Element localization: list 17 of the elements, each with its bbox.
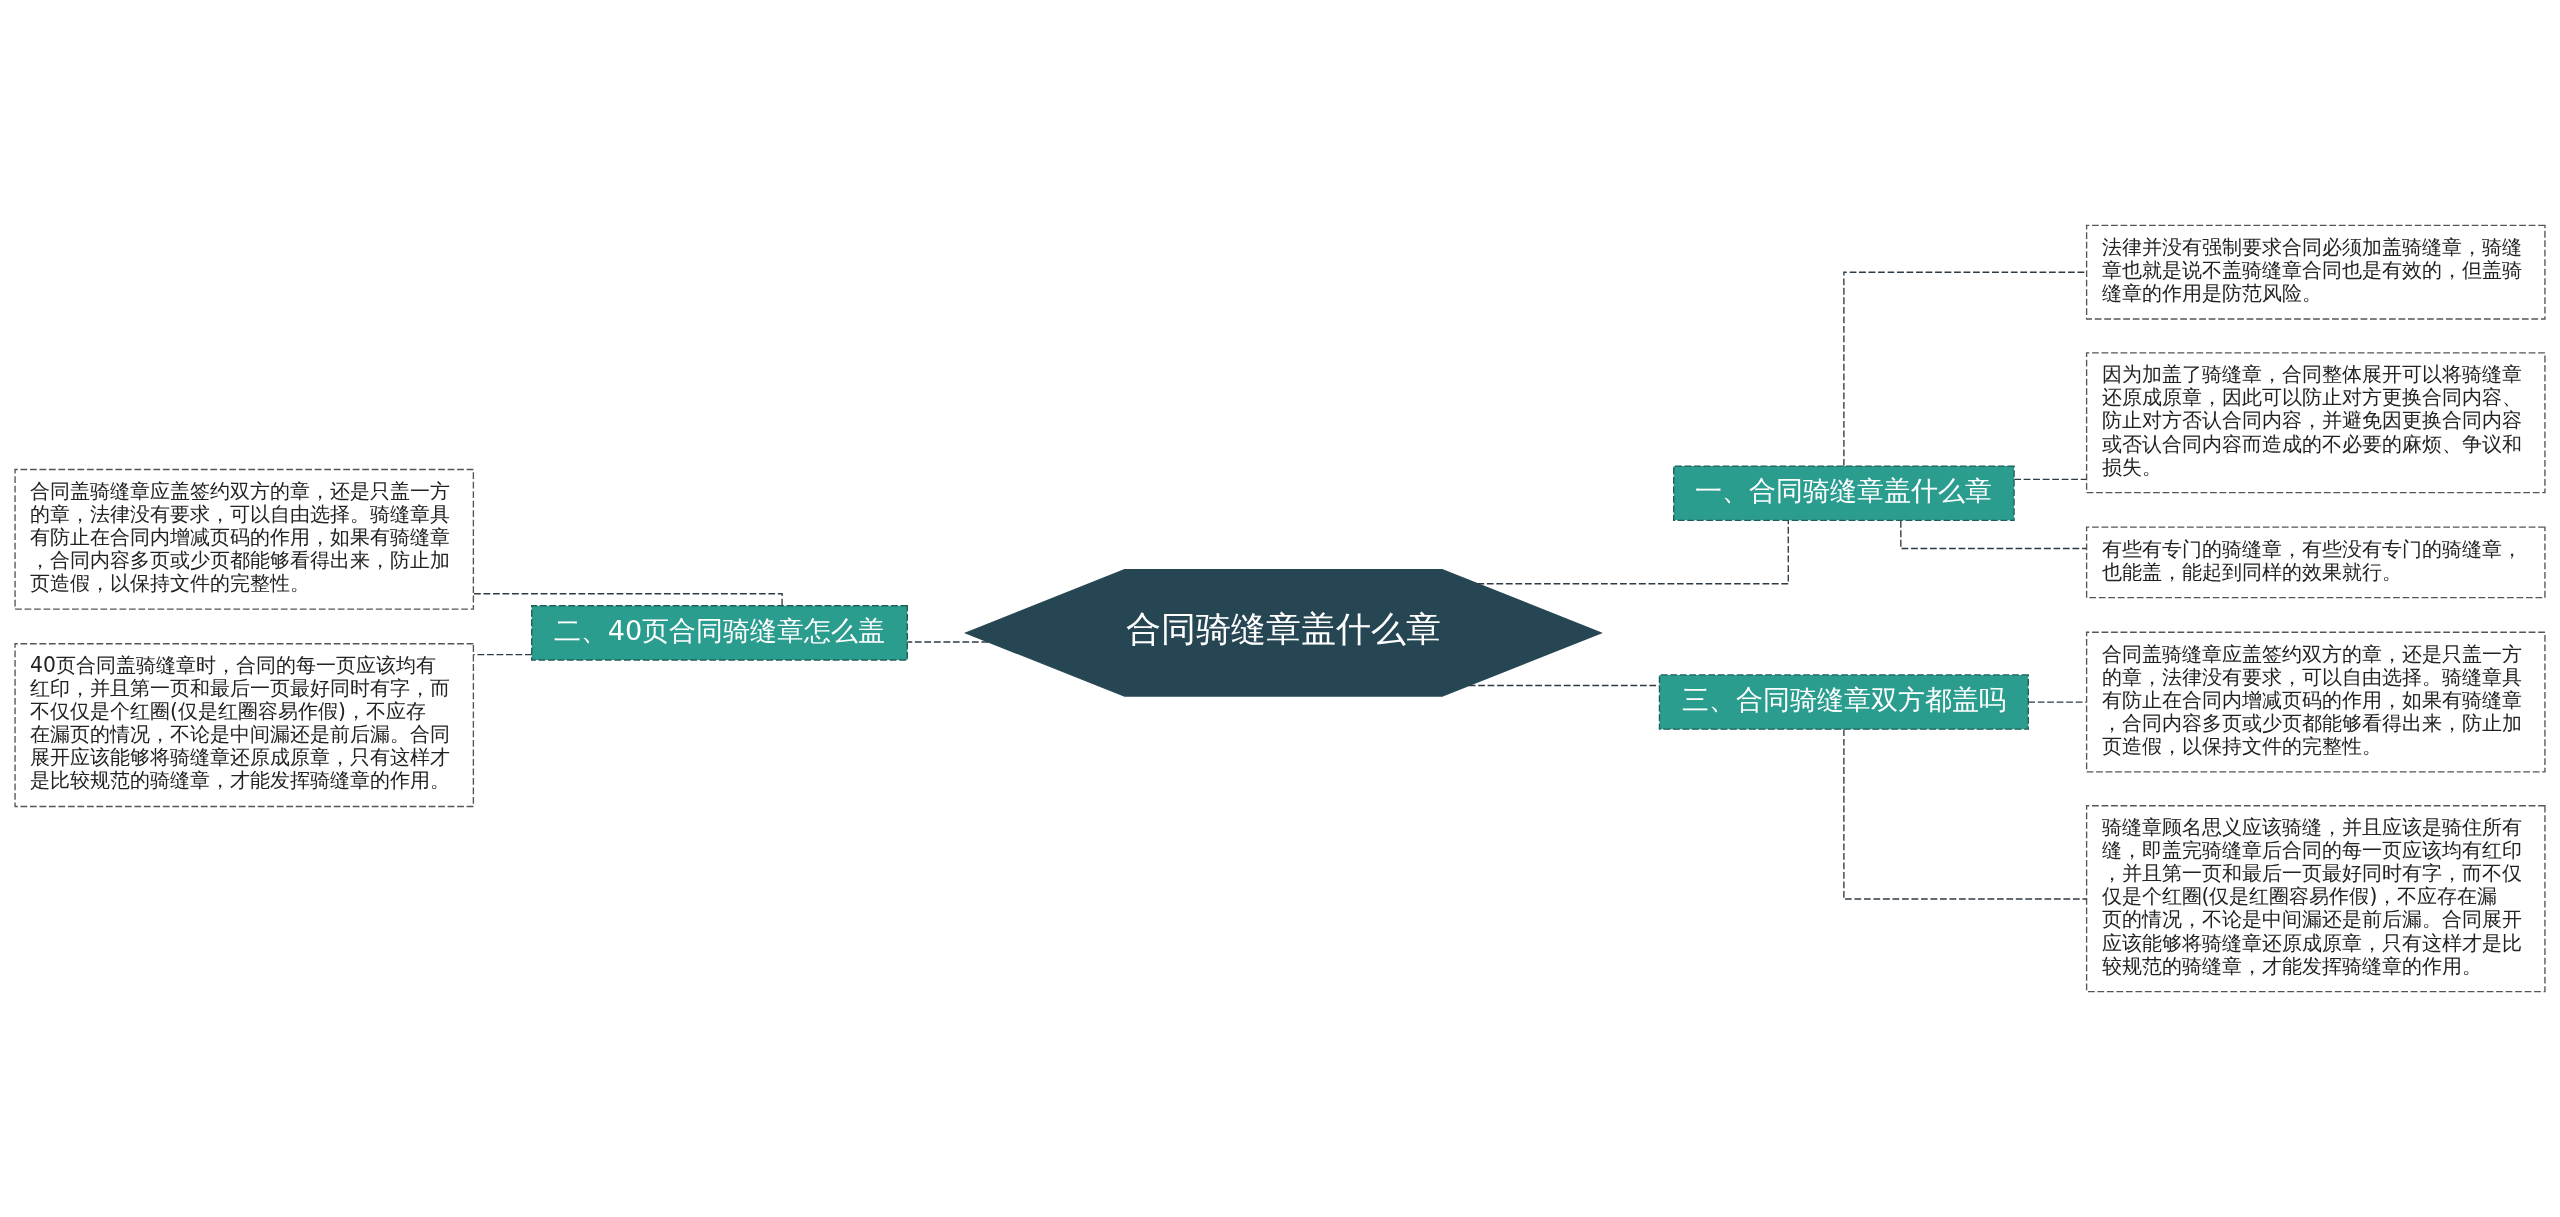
node-box: 合同盖骑缝章应盖签约双方的章，还是只盖一方的章，法律没有要求，可以自由选择。骑缝章具有防止在合同内增减页码的作用，如果有骑缝章，合同内容多页或少页都能够看得出来，防止加页造假，以保持文件的完整性。 [2085, 631, 2546, 773]
node-box: 骑缝章顾名思义应该骑缝，并且应该是骑住所有缝，即盖完骑缝章后合同的每一页应该均有红印，并且第一页和最后一页最好同时有字，而不仅仅是个红圈(仅是红圈容易作假)，不应存在漏页的情况，不论是中间漏还是前后漏。合同展开应该能够将骑缝章还原成原章，只有这样才是比较规范的骑缝章，才能发挥骑缝章的作用。 [2085, 805, 2546, 993]
connector [2027, 701, 2087, 703]
connector [472, 653, 533, 656]
node-box: 合同盖骑缝章应盖签约双方的章，还是只盖一方的章，法律没有要求，可以自由选择。骑缝章具有防止在合同内增减页码的作用，如果有骑缝章，合同内容多页或少页都能够看得出来，防止加页造假，以保持文件的完整性。 [14, 468, 475, 610]
connector [1843, 728, 2088, 900]
node-box: 法律并没有强制要求合同必须加盖骑缝章，骑缝章也就是说不盖骑缝章合同也是有效的，但盖骑缝章的作用是防范风险。 [2085, 224, 2546, 320]
node-box: 一、合同骑缝章盖什么章 [1673, 465, 2015, 522]
node-box: 三、合同骑缝章双方都盖吗 [1658, 674, 2029, 730]
connector [906, 641, 989, 643]
connector [2013, 478, 2088, 480]
node-box: 40页合同盖骑缝章时，合同的每一页应该均有红印，并且第一页和最后一页最好同时有字，而不仅仅是个红圈(仅是红圈容易作假)，不应存在漏页的情况，不论是中间漏还是前后漏。合同展开应该能够将骑缝章还原成原章，只有这样才是比较规范的骑缝章，才能发挥骑缝章的作用。 [14, 643, 475, 808]
connector [1476, 519, 1789, 585]
connector [472, 593, 783, 607]
node-box: 因为加盖了骑缝章，合同整体展开可以将骑缝章还原成原章，因此可以防止对方更换合同内容、防止对方否认合同内容，并避免因更换合同内容或否认合同内容而造成的不必要的麻烦、争议和损失。 [2085, 352, 2546, 494]
node-box: 有些有专门的骑缝章，有些没有专门的骑缝章，也能盖，能起到同样的效果就行。 [2085, 526, 2546, 599]
node-box: 二、40页合同骑缝章怎么盖 [531, 605, 908, 661]
